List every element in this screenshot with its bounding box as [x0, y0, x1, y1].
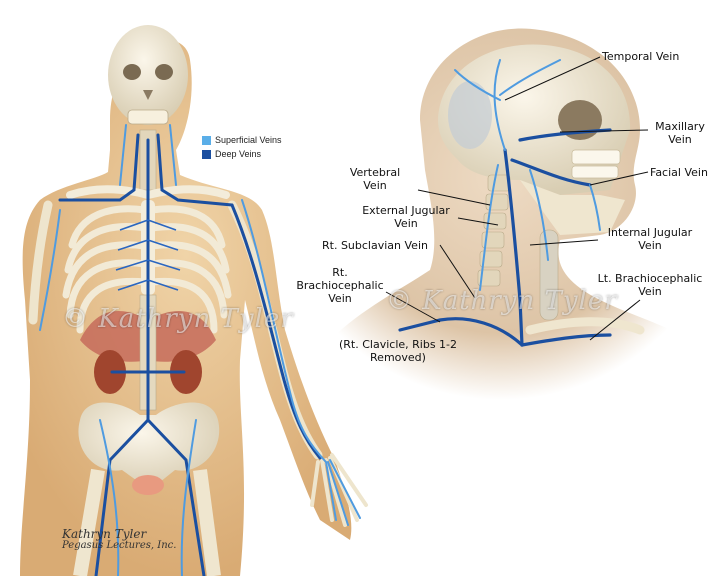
legend-item-superficial: Superficial Veins [202, 133, 282, 147]
signature-name: Kathryn Tyler [62, 527, 147, 541]
pelvis [78, 402, 220, 490]
head-neck-figure [330, 28, 710, 400]
artist-signature: Kathryn Tyler Pegasus Lectures, Inc. [62, 528, 176, 552]
watermark-right: © Kathryn Tyler [386, 286, 618, 316]
legend-label-deep: Deep Veins [215, 149, 262, 159]
trachea [539, 229, 559, 321]
label-temporal-vein: Temporal Vein [602, 50, 680, 63]
ear [448, 81, 492, 149]
rib-cage [62, 205, 232, 334]
label-rt-subclavian-vein: Rt. Subclavian Vein [322, 239, 428, 252]
superficial-veins [39, 124, 361, 576]
legend-swatch-deep [202, 149, 211, 159]
label-maxillary-vein: Maxillary Vein [655, 120, 705, 146]
kidney-right [170, 350, 202, 394]
label-external-jugular-vein: External Jugular Vein [362, 204, 450, 230]
label-vertebral-vein: Vertebral Vein [349, 166, 401, 192]
femurs [73, 468, 221, 576]
head-superficial-veins [454, 59, 601, 291]
legend: Superficial Veins Deep Veins [202, 133, 282, 161]
skull [108, 25, 188, 125]
leader-lines [385, 56, 649, 341]
legend-label-superficial: Superficial Veins [215, 135, 282, 145]
full-body-figure [20, 25, 368, 576]
teeth [571, 149, 621, 165]
legend-swatch-superficial [202, 135, 211, 145]
label-removed-note: (Rt. Clavicle, Ribs 1-2 Removed) [338, 338, 458, 364]
watermark-left: © Kathryn Tyler [62, 304, 294, 334]
signature-company: Pegasus Lectures, Inc. [62, 540, 177, 551]
label-internal-jugular-vein: Internal Jugular Vein [607, 226, 693, 252]
label-facial-vein: Facial Vein [650, 166, 708, 179]
label-rt-brachiocephalic-vein: Rt. Brachiocephalic Vein [296, 266, 384, 305]
kidney-left [94, 350, 126, 394]
legend-item-deep: Deep Veins [202, 147, 282, 161]
label-lt-brachiocephalic-vein: Lt. Brachiocephalic Vein [597, 272, 703, 298]
